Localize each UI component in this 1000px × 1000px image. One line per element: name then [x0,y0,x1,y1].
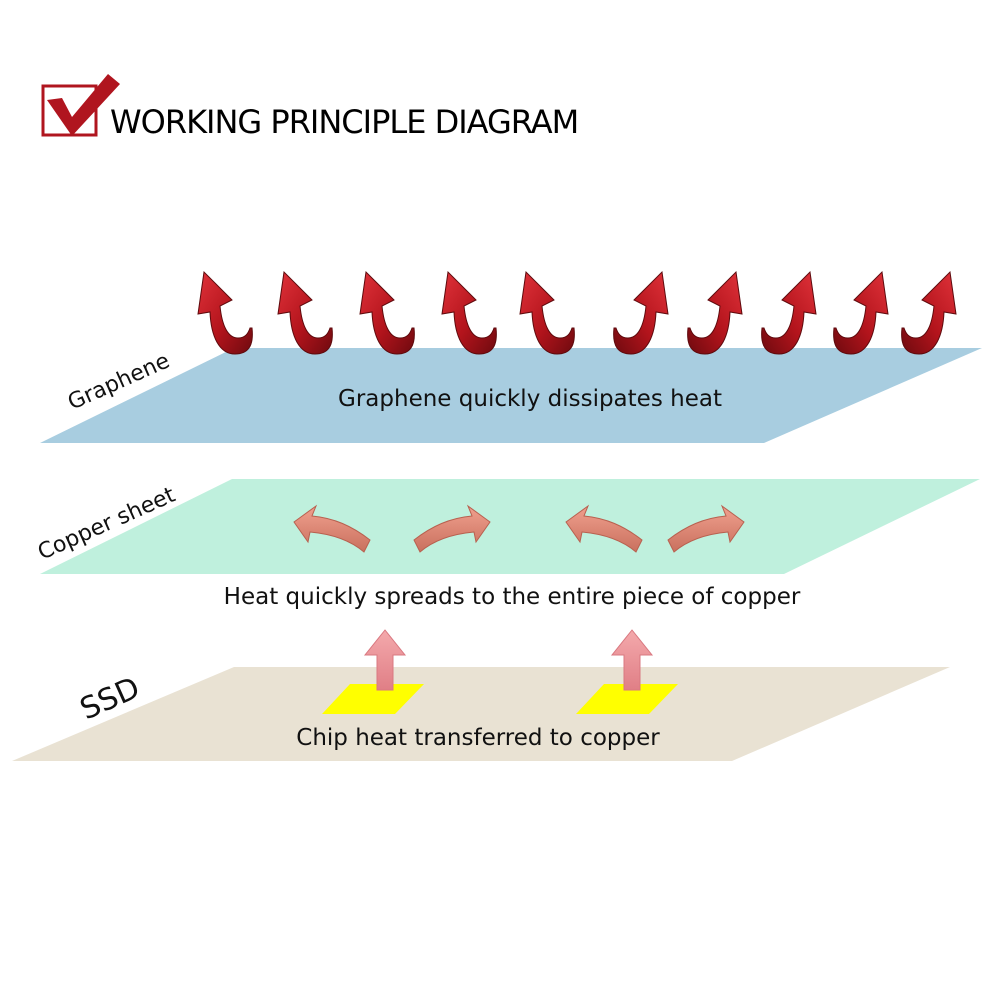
curved-up-arrow-icon [197,271,253,355]
curved-up-arrow-icon [687,271,743,355]
graphene-plate [40,348,982,443]
chip-left [322,684,424,714]
curved-up-arrow-icon [441,271,497,355]
graphene-layer: Graphene Graphene quickly dissipates hea… [40,271,982,443]
curved-up-arrow-icon [277,271,333,355]
curved-up-arrow-icon [519,271,575,355]
copper-plate [40,479,980,574]
curved-up-arrow-icon [833,271,889,355]
page-title: WORKING PRINCIPLE DIAGRAM [110,103,578,141]
curved-up-arrow-icon [359,271,415,355]
graphene-caption: Graphene quickly dissipates heat [338,386,722,412]
curved-up-arrow-icon [901,271,957,355]
ssd-layer: SSD Chip heat transferred to copper [12,629,950,761]
copper-layer: Copper sheet Heat quickly spreads to the… [34,479,980,610]
ssd-caption: Chip heat transferred to copper [296,725,660,751]
graphene-heat-arrows [197,271,957,355]
chip-right [576,684,678,714]
copper-caption: Heat quickly spreads to the entire piece… [224,584,801,610]
title-checkbox-icon [41,74,120,137]
curved-up-arrow-icon [613,271,669,355]
curved-up-arrow-icon [761,271,817,355]
ssd-plate [12,667,950,761]
